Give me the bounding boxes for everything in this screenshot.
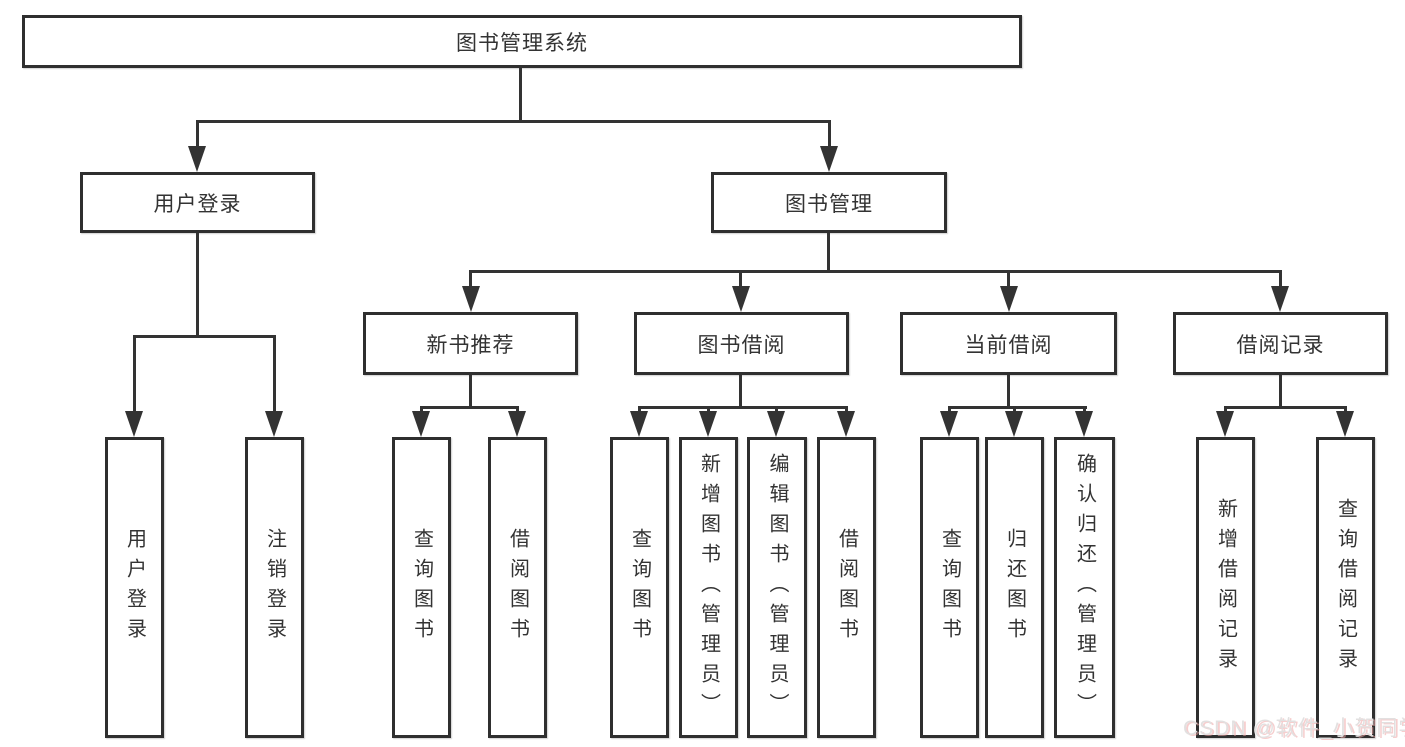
- arrow-down-icon: [767, 411, 785, 437]
- leaf-label: 查询借阅记录: [1334, 497, 1357, 678]
- arrow-down-icon: [125, 411, 143, 437]
- connector-segment: [638, 406, 848, 409]
- leaf-label: 新增图书（管理员）: [697, 452, 720, 723]
- leaf-query-books-current: 查询图书: [920, 437, 979, 738]
- arrow-down-icon: [1271, 286, 1289, 312]
- connector-segment: [1007, 375, 1010, 409]
- node-label: 新书推荐: [426, 333, 515, 357]
- leaf-edit-books-admin: 编辑图书（管理员）: [747, 437, 807, 738]
- arrow-down-icon: [820, 146, 838, 172]
- leaf-confirm-return-admin: 确认归还（管理员）: [1054, 437, 1115, 738]
- leaf-borrow-books: 借阅图书: [817, 437, 876, 738]
- connector-segment: [1013, 406, 1016, 414]
- connector-segment: [739, 270, 742, 289]
- connector-segment: [469, 375, 472, 409]
- leaf-borrow-books-recommend: 借阅图书: [488, 437, 547, 738]
- node-label: 当前借阅: [964, 333, 1053, 357]
- node-new-book-recommendation: 新书推荐: [363, 312, 578, 375]
- connector-segment: [133, 335, 136, 413]
- node-label: 图书管理系统: [456, 31, 588, 55]
- connector-segment: [420, 406, 423, 414]
- leaf-label: 确认归还（管理员）: [1073, 452, 1096, 723]
- leaf-return-books: 归还图书: [985, 437, 1044, 738]
- arrow-down-icon: [1216, 411, 1234, 437]
- node-library-system: 图书管理系统: [22, 15, 1022, 68]
- node-label: 借阅记录: [1236, 333, 1325, 357]
- arrow-down-icon: [1075, 411, 1093, 437]
- connector-segment: [273, 335, 276, 413]
- connector-segment: [1279, 270, 1282, 289]
- connector-segment: [519, 68, 522, 123]
- leaf-add-books-admin: 新增图书（管理员）: [679, 437, 738, 738]
- node-borrowing-records: 借阅记录: [1173, 312, 1388, 375]
- node-user-login-module: 用户登录: [80, 172, 315, 233]
- connector-segment: [739, 375, 742, 409]
- leaf-label: 查询图书: [628, 527, 651, 648]
- node-label: 图书借阅: [697, 333, 786, 357]
- connector-segment: [1279, 375, 1282, 409]
- arrow-down-icon: [699, 411, 717, 437]
- connector-segment: [1224, 406, 1347, 409]
- node-label: 图书管理: [785, 192, 873, 216]
- arrow-down-icon: [508, 411, 526, 437]
- arrow-down-icon: [188, 146, 206, 172]
- leaf-label: 查询图书: [410, 527, 433, 648]
- connector-segment: [196, 120, 199, 148]
- leaf-logout: 注销登录: [245, 437, 304, 738]
- leaf-label: 借阅图书: [506, 527, 529, 648]
- arrow-down-icon: [1336, 411, 1354, 437]
- connector-segment: [133, 335, 276, 338]
- connector-segment: [1224, 406, 1227, 414]
- connector-segment: [420, 406, 519, 409]
- leaf-query-borrow-record: 查询借阅记录: [1316, 437, 1375, 738]
- arrow-down-icon: [1005, 411, 1023, 437]
- connector-segment: [1083, 406, 1086, 414]
- leaf-query-books-recommend: 查询图书: [392, 437, 451, 738]
- leaf-label: 借阅图书: [835, 527, 858, 648]
- connector-segment: [196, 233, 199, 337]
- leaf-label: 用户登录: [123, 527, 146, 648]
- arrow-down-icon: [412, 411, 430, 437]
- arrow-down-icon: [265, 411, 283, 437]
- arrow-down-icon: [940, 411, 958, 437]
- connector-segment: [828, 120, 831, 148]
- leaf-query-books-borrowing: 查询图书: [610, 437, 669, 738]
- connector-segment: [1007, 270, 1010, 289]
- connector-segment: [196, 120, 831, 123]
- leaf-label: 新增借阅记录: [1214, 497, 1237, 678]
- csdn-watermark: CSDN @软件_小贺同学: [1183, 717, 1405, 740]
- connector-segment: [469, 270, 1282, 273]
- arrow-down-icon: [732, 286, 750, 312]
- arrow-down-icon: [837, 411, 855, 437]
- leaf-label: 归还图书: [1003, 527, 1026, 648]
- connector-segment: [948, 406, 1087, 409]
- connector-segment: [707, 406, 710, 414]
- leaf-add-borrow-record: 新增借阅记录: [1196, 437, 1255, 738]
- connector-segment: [845, 406, 848, 414]
- connector-segment: [638, 406, 641, 414]
- leaf-user-login: 用户登录: [105, 437, 164, 738]
- leaf-label: 编辑图书（管理员）: [766, 452, 788, 723]
- node-label: 用户登录: [153, 192, 242, 216]
- connector-segment: [827, 233, 830, 273]
- connector-segment: [948, 406, 951, 414]
- connector-segment: [1344, 406, 1347, 414]
- leaf-label: 查询图书: [938, 527, 961, 648]
- connector-segment: [469, 270, 472, 289]
- node-book-management-module: 图书管理: [711, 172, 947, 233]
- arrow-down-icon: [630, 411, 648, 437]
- leaf-label: 注销登录: [263, 527, 286, 648]
- connector-segment: [516, 406, 519, 414]
- arrow-down-icon: [1000, 286, 1018, 312]
- connector-segment: [775, 406, 778, 414]
- node-current-borrowing: 当前借阅: [900, 312, 1117, 375]
- node-book-borrowing: 图书借阅: [634, 312, 849, 375]
- arrow-down-icon: [462, 286, 480, 312]
